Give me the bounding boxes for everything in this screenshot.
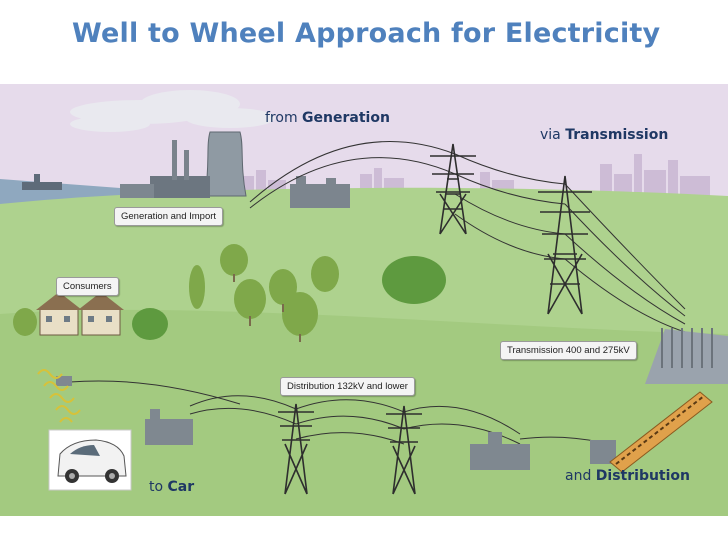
transmission-lines (249, 141, 686, 333)
caption-transmission: via Transmission (540, 127, 668, 143)
grid-scene-svg (0, 84, 728, 516)
tree-icon (13, 244, 339, 336)
underground-cable-icon (609, 391, 713, 473)
caption-distribution: and Distribution (565, 468, 690, 484)
caption-prefix: from (265, 110, 298, 126)
label-transmission-voltage: Transmission 400 and 275kV (500, 341, 637, 360)
substation-local-icon (56, 376, 616, 470)
tree-icon (132, 256, 446, 340)
label-generation-import: Generation and Import (114, 207, 224, 226)
pylon-tower-icon (538, 175, 592, 315)
caption-keyword: Car (167, 479, 195, 495)
caption-prefix: via (540, 127, 561, 143)
smoke-cloud (70, 90, 275, 132)
charging-cable-coil (37, 369, 81, 423)
ship-icon (22, 182, 62, 190)
caption-generation: from Generation (265, 110, 390, 126)
house-icon (36, 292, 124, 336)
distribution-lines (69, 380, 601, 445)
caption-keyword: Transmission (565, 127, 669, 143)
caption-keyword: Distribution (595, 468, 691, 484)
caption-prefix: to (149, 479, 164, 495)
caption-car: to Car (149, 479, 194, 495)
pylon-tower-icon (386, 405, 422, 495)
page-title: Well to Wheel Approach for Electricity (72, 18, 661, 49)
car-icon (57, 439, 127, 483)
caption-keyword: Generation (302, 110, 390, 126)
power-station-icon (120, 131, 247, 198)
caption-prefix: and (565, 468, 592, 484)
label-distribution-voltage: Distribution 132kV and lower (280, 377, 415, 396)
substation-generation-icon (290, 176, 350, 208)
pylon-tower-icon (278, 403, 314, 495)
electricity-grid-illustration (0, 84, 728, 516)
label-consumers: Consumers (56, 277, 119, 296)
pylon-tower-icon (430, 143, 476, 235)
transmission-substation-icon (645, 328, 728, 384)
